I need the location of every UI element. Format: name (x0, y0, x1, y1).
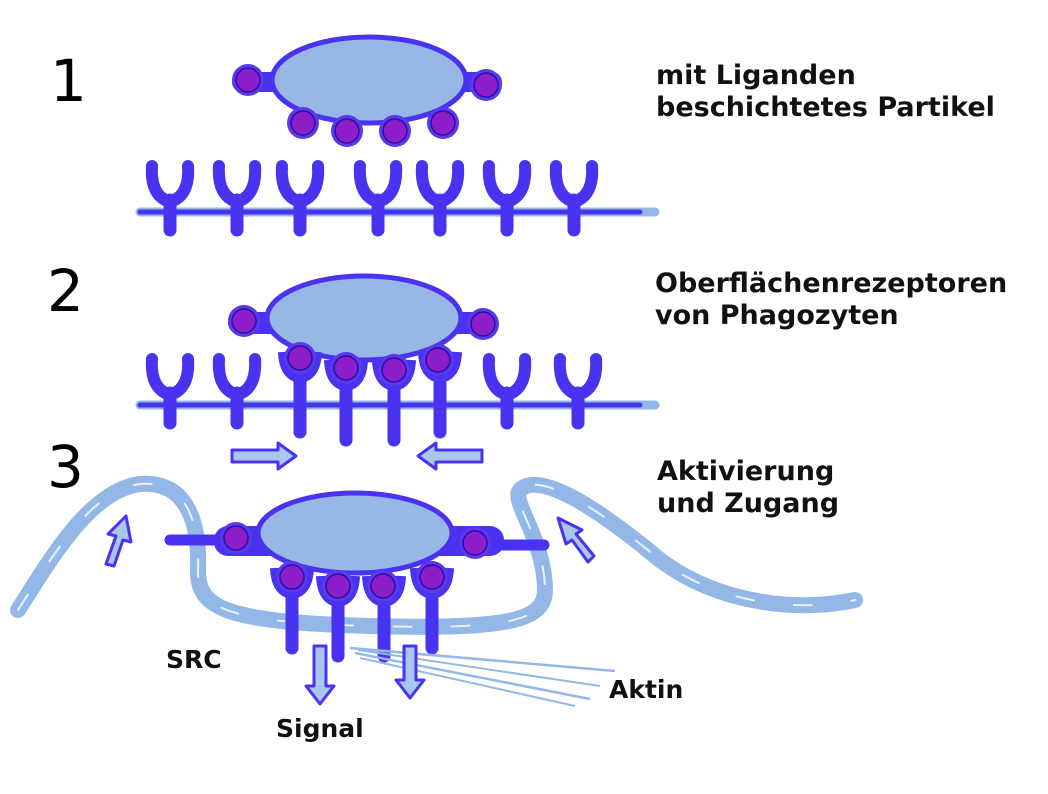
step-3-group (10, 475, 863, 707)
arrow-left-icon (416, 441, 484, 471)
actin-label: Aktin (609, 675, 684, 704)
step-1-group (135, 34, 660, 230)
step-number-2: 2 (47, 257, 84, 325)
step-1-label-line1: mit Liganden (656, 60, 856, 91)
particle-1 (231, 34, 503, 148)
signal-arrow-right-icon (394, 644, 426, 700)
arrow-up-left-icon (104, 514, 133, 568)
src-label: SRC (166, 645, 222, 674)
actin-filaments (349, 646, 616, 707)
arrow-right-icon (230, 441, 298, 471)
cluster-arrows (230, 441, 484, 471)
arrow-up-right-icon (556, 516, 596, 564)
step-3-label: Aktivierung und Zugang (657, 456, 839, 521)
step-2-label-line2: von Phagozyten (655, 300, 899, 332)
step-number-3: 3 (47, 433, 84, 501)
step-3-label-line2: und Zugang (657, 488, 840, 520)
step-3-label-line1: Aktivierung (657, 456, 835, 487)
step-2-group (135, 273, 660, 471)
step-2-label-line1: Oberflächenrezeptoren (655, 268, 1008, 299)
step-number-1: 1 (50, 47, 87, 115)
signal-label: Signal (276, 714, 364, 743)
particle-3 (214, 490, 504, 576)
step-1-label: mit Liganden beschichtetes Partikel (656, 60, 995, 125)
receptor-row-1 (152, 166, 592, 230)
step-1-label-line2: beschichtetes Partikel (656, 92, 995, 124)
phagocyte-membrane (10, 475, 863, 635)
particle-2 (227, 273, 500, 363)
signal-arrow-left-icon (304, 644, 336, 706)
step-2-label: Oberflächenrezeptoren von Phagozyten (655, 268, 1007, 333)
